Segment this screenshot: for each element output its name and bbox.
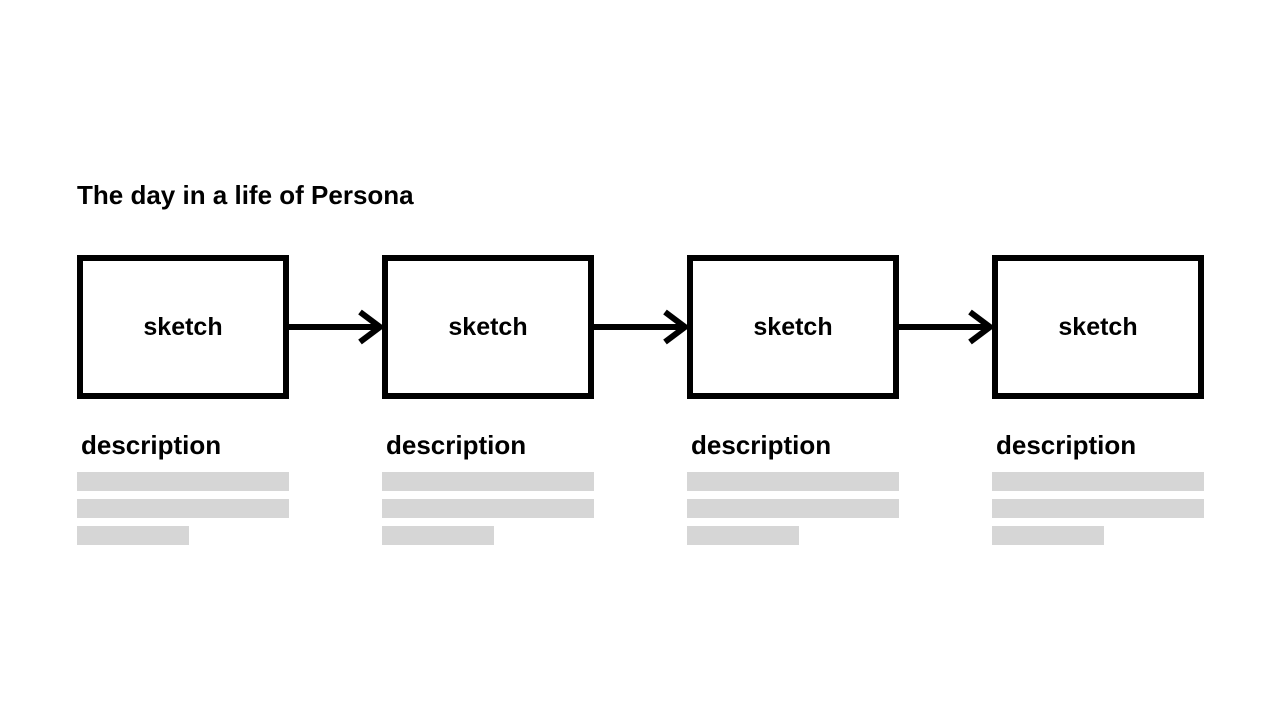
- description-title: description: [691, 430, 832, 460]
- description-title: description: [81, 430, 222, 460]
- description-placeholder-line: [382, 472, 594, 491]
- description-placeholder-line: [687, 526, 799, 545]
- sketch-box: sketch: [992, 255, 1204, 399]
- sketch-label: sketch: [1058, 312, 1138, 341]
- description-placeholder-line: [992, 526, 1104, 545]
- description-placeholder-line: [77, 499, 289, 518]
- description-placeholder-line: [382, 499, 594, 518]
- description-placeholder-line: [382, 526, 494, 545]
- description-placeholder-line: [77, 472, 289, 491]
- page-title: The day in a life of Persona: [77, 180, 414, 210]
- description-placeholder-line: [687, 499, 899, 518]
- description-placeholder-line: [77, 526, 189, 545]
- description-placeholder-line: [992, 472, 1204, 491]
- step-3: sketch description: [687, 255, 899, 545]
- description-title: description: [386, 430, 527, 460]
- sketch-label: sketch: [448, 312, 528, 341]
- sketch-box: sketch: [382, 255, 594, 399]
- sketch-label: sketch: [143, 312, 223, 341]
- step-2: sketch description: [382, 255, 594, 545]
- description-placeholder-line: [992, 499, 1204, 518]
- step-1: sketch description: [77, 255, 289, 545]
- arrow-right-icon: [288, 309, 385, 345]
- arrow-right-icon: [593, 309, 690, 345]
- description-placeholder-line: [687, 472, 899, 491]
- sketch-label: sketch: [753, 312, 833, 341]
- sketch-box: sketch: [687, 255, 899, 399]
- sketch-box: sketch: [77, 255, 289, 399]
- description-title: description: [996, 430, 1137, 460]
- step-4: sketch description: [992, 255, 1204, 545]
- arrow-right-icon: [898, 309, 995, 345]
